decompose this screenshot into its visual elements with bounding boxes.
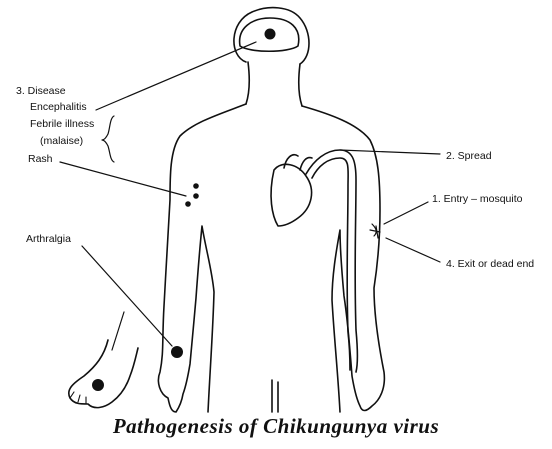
midline-hint	[272, 380, 278, 412]
label-arthralgia: Arthralgia	[26, 233, 71, 245]
brain-virus-dot	[265, 29, 276, 40]
rash-dot-2	[193, 193, 199, 199]
label-entry: 1. Entry – mosquito	[432, 193, 523, 205]
toes	[70, 392, 86, 404]
rash-dot-3	[185, 201, 191, 207]
entry-leader	[384, 202, 428, 224]
label-malaise: (malaise)	[40, 135, 83, 147]
label-rash: Rash	[28, 153, 53, 165]
label-encephalitis: Encephalitis	[30, 101, 87, 113]
spread-leader	[340, 150, 440, 154]
encephalitis-leader	[96, 42, 256, 110]
neck-outline	[246, 62, 302, 106]
label-spread: 2. Spread	[446, 150, 492, 162]
blood-vessel	[306, 150, 358, 372]
label-disease: 3. Disease	[16, 85, 66, 97]
foot-joint-dot	[92, 379, 104, 391]
arthralgia-leader-wrist	[82, 246, 172, 346]
label-febrile: Febrile illness	[30, 118, 94, 130]
arthralgia-leader-foot	[112, 312, 124, 350]
label-exit: 4. Exit or dead end	[446, 258, 534, 270]
entry-site-icon	[370, 224, 380, 238]
symptom-brace	[102, 116, 114, 162]
exit-leader	[386, 238, 440, 262]
rash-leader	[60, 162, 186, 196]
figure-caption: Pathogenesis of Chikungunya virus	[0, 414, 552, 439]
rash-dot-1	[193, 183, 199, 189]
wrist-joint-dot	[171, 346, 183, 358]
